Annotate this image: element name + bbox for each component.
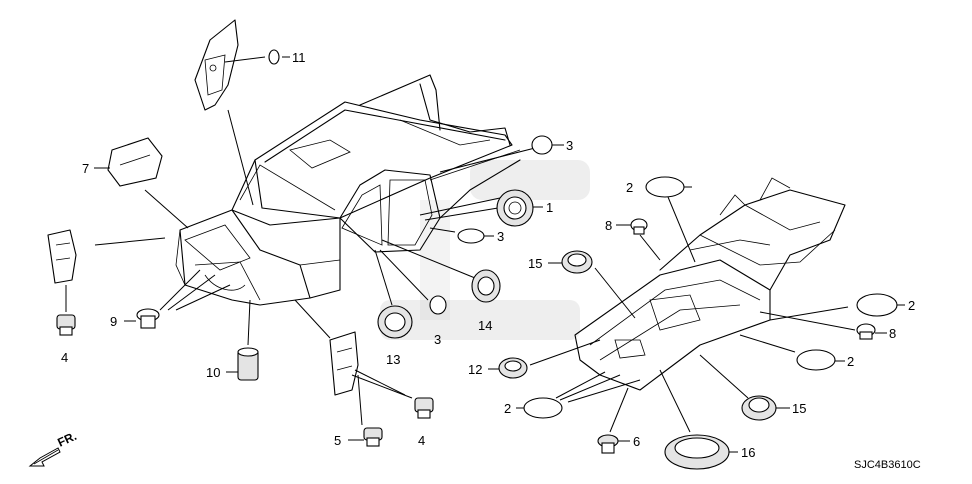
plug-3-mid [457,228,485,244]
callout-6: 6 [633,434,640,449]
push-clip-9 [136,308,160,329]
callouts: 11 7 4 9 10 5 4 13 3 14 3 1 3 15 12 2 2 … [61,50,915,460]
plug-2-top [645,176,685,198]
callout-4-left: 4 [61,350,68,365]
plug-2-low [523,397,563,419]
plug-10 [237,347,259,381]
grommet-14 [471,269,501,303]
diagram-code: SJC4B3610C [854,459,921,471]
callout-13: 13 [386,352,400,367]
clip-5 [363,427,383,447]
callout-16: 16 [741,445,755,460]
callout-2-right: 2 [908,298,915,313]
callout-7: 7 [82,161,89,176]
floor-pan [574,177,846,391]
callout-14: 14 [478,318,492,333]
callout-8-right: 8 [889,326,896,341]
plug-3-low [429,295,447,315]
callout-4-right: 4 [418,433,425,448]
clip-6 [597,434,619,454]
rocker-inset [329,331,359,396]
callout-3-top: 3 [566,138,573,153]
grommet-1 [496,189,534,227]
callout-1: 1 [546,200,553,215]
grommet-15-upper [561,250,593,274]
callout-12: 12 [468,362,482,377]
grommet-12 [498,357,528,379]
callout-11: 11 [292,50,306,65]
a-pillar-inset [194,19,239,111]
plug-3-top [531,135,553,155]
plug-2-right [856,293,898,317]
plug-11 [268,49,280,65]
grommet-16 [664,434,730,470]
plug-8-right [856,323,876,340]
callout-2-mid: 2 [847,354,854,369]
front-direction: FR. [28,429,79,467]
front-side-inset [47,229,77,284]
callout-3-mid: 3 [497,229,504,244]
leader-lines [65,56,856,433]
parts-group [56,49,898,470]
callout-10: 10 [206,365,220,380]
plug-8-left [630,218,648,235]
front-label: FR. [55,429,78,450]
callout-2-top: 2 [626,180,633,195]
callout-5: 5 [334,433,341,448]
callout-2-low: 2 [504,401,511,416]
callout-8-left: 8 [605,218,612,233]
clip-4-right [414,397,434,419]
callout-15-upper: 15 [528,256,542,271]
callout-3-low: 3 [434,332,441,347]
truck-body-shell [175,74,521,306]
clip-4-left [56,314,76,336]
grommet-13 [377,305,413,339]
callout-9: 9 [110,314,117,329]
callout-15-lower: 15 [792,401,806,416]
callout-ticks [94,56,905,453]
bracket-part-7 [107,137,163,187]
grommet-15-lower [741,395,777,421]
plug-2-mid [796,349,836,371]
